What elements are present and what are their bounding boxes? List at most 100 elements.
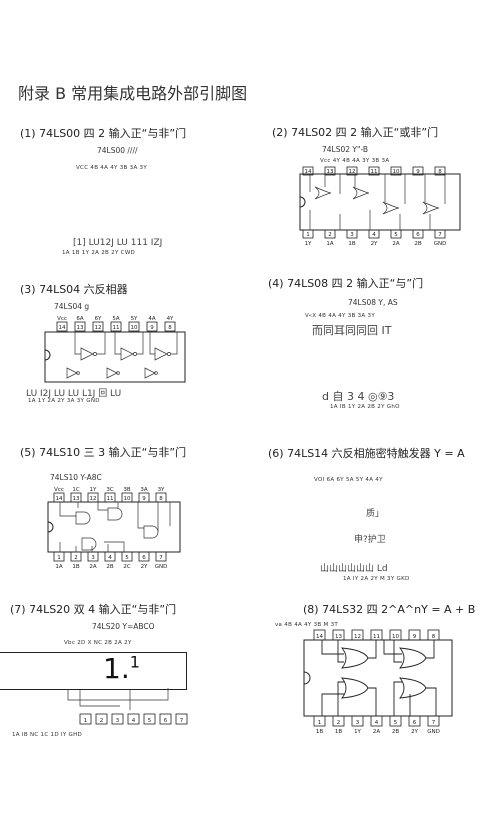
section-7-big-number: 1.1 — [103, 652, 140, 685]
section-3-top-pin-label: Vcc — [57, 316, 67, 322]
section-3-top-pin-label: 5A — [112, 316, 119, 322]
section-2-top-pin-number: 14 — [305, 169, 312, 175]
section-3-mid: LU I2J LU LU L1J 回 LU — [26, 389, 122, 399]
section-5-top-pin-number: 11 — [107, 496, 114, 502]
section-2-bottom-pin-number: 5 — [394, 232, 398, 238]
section-3-top-pin-label: 6Y — [95, 316, 102, 322]
section-5-bottom-pin-label: 2B — [106, 564, 113, 570]
section-7-chip-diagram: 1 2 3 4 5 6 7 — [67, 688, 188, 725]
section-7-big-text: 1. — [103, 652, 130, 685]
section-8-bottom-pin-number: 7 — [432, 720, 436, 726]
section-5-bottom-pin-number: 7 — [159, 555, 163, 561]
section-8-bottom-pin-label: GND — [427, 729, 440, 735]
section-5-top-pin-number: 13 — [73, 496, 80, 502]
section-8-bottom-pin-label: 1B — [335, 729, 342, 735]
section-2-bottom-pin-number: 6 — [416, 232, 420, 238]
section-2-top-pin-box — [412, 166, 424, 176]
section-1-bottom-pins: 1A 1B 1Y 2A 2B 2Y CWD — [62, 250, 136, 256]
section-7-bottom-pin-box — [175, 713, 188, 725]
section-3-top-pin-number: 8 — [168, 325, 172, 331]
section-7-heading: (7) 74LS20 双 4 输入正“与非”门 — [10, 603, 177, 616]
section-5-bottom-pin-label: 1B — [72, 564, 79, 570]
section-2-top-pin-number: 13 — [327, 169, 334, 175]
page-title: 附录 B 常用集成电路外部引脚图 — [18, 84, 248, 103]
section-2-top-pin-number: 8 — [438, 169, 442, 175]
section-3-top-pin-label: 5Y — [131, 316, 138, 322]
section-3-top-pin-number: 11 — [113, 325, 120, 331]
section-5-bottom-pin-number: 1 — [57, 555, 61, 561]
section-7-bottom-pin-number: 2 — [100, 718, 104, 724]
section-8-bottom-pin-label: 1B — [316, 729, 323, 735]
section-3-top-pin-number: 14 — [59, 325, 66, 331]
section-6-top-pins: VOI 6A 6Y 5A 5Y 4A 4Y — [314, 477, 383, 483]
section-7-bottom-pin-number: 5 — [148, 718, 152, 724]
section-2-bottom-pin-label: GND — [434, 241, 447, 247]
section-3-top-pin-box — [110, 321, 122, 332]
section-8-top-pin-number: 12 — [354, 634, 361, 640]
section-5-top-pin-number: 12 — [90, 496, 97, 502]
section-2-top-pins: Vcc 4Y 4B 4A 3Y 3B 3A — [320, 158, 390, 164]
section-2-bottom-pin-number: 1 — [306, 232, 310, 238]
section-7-bottom-pin-number: 4 — [132, 718, 136, 724]
section-2-top-pin-number: 9 — [416, 169, 420, 175]
section-5-top-pin-label: Vcc — [54, 487, 64, 493]
section-5-top-pin-label: 1Y — [90, 487, 97, 493]
section-8-heading: (8) 74LS32 四 2^A^nY = A + B — [303, 603, 476, 616]
section-3-top-pin-number: 9 — [150, 325, 154, 331]
section-5-top-pin-number: 10 — [124, 496, 131, 502]
section-2-top-pin-box — [302, 166, 314, 176]
section-5-bottom-pin-label: 2C — [123, 564, 130, 570]
section-8-bottom-pin-label: 2B — [392, 729, 399, 735]
section-8-bottom-pin-label: 2Y — [411, 729, 418, 735]
section-8-bottom-pin-label: 2A — [373, 729, 380, 735]
section-4-bottom-pins: 1A IB 1Y 2A 2B 2Y GhO — [330, 404, 400, 410]
section-5-top-pin-number: 14 — [56, 496, 63, 502]
section-6-garbled-2: 申?护卫 — [354, 535, 386, 545]
section-8-bottom-pin-number: 2 — [337, 720, 341, 726]
section-5-top-pin-label: 3B — [123, 487, 130, 493]
section-3-top-pin-label: 4A — [148, 316, 155, 322]
section-4-top-pins: V«X 4B 4A 4Y 3B 3A 3Y — [305, 313, 375, 319]
section-3-top-pin-box — [146, 321, 158, 332]
section-7-bottom-pins: 1A IB NC 1C 1D IY GHD — [12, 732, 83, 738]
section-5-top-pin-number: 9 — [142, 496, 146, 502]
section-3-top-pin-box — [128, 321, 140, 332]
section-8-bottom-pin-number: 6 — [413, 720, 417, 726]
section-7-part: 74LS20 Y=ABCO — [92, 622, 155, 631]
section-7-bottom-pin-box — [111, 713, 124, 725]
section-7-bottom-pin-number: 3 — [116, 718, 120, 724]
section-7-bottom-pin-number: 6 — [164, 718, 168, 724]
section-8-top-pin-number: 14 — [316, 634, 323, 640]
section-3-top-pin-box — [164, 321, 176, 332]
section-3-part: 74LS04 g — [54, 302, 90, 311]
section-7-bottom-pin-box — [159, 713, 172, 725]
section-8-bottom-pin-number: 5 — [394, 720, 398, 726]
section-7-bottom-pin-number: 1 — [84, 718, 88, 724]
section-1-part: 74LS00 //// — [97, 146, 138, 155]
section-5-bottom-pin-number: 6 — [142, 555, 146, 561]
section-2-bottom-pin-number: 4 — [372, 232, 376, 238]
section-5-bottom-pin-label: 1A — [55, 564, 62, 570]
section-5-top-pin-label: 3Y — [158, 487, 165, 493]
section-8-bottom-pin-label: 1Y — [354, 729, 361, 735]
section-2-top-pin-number: 12 — [349, 169, 356, 175]
section-2-top-pin-number: 11 — [371, 169, 378, 175]
section-3-top-pin-box — [92, 321, 104, 332]
section-7-superscript: 1 — [129, 652, 140, 672]
section-7-bottom-pin-number: 7 — [180, 718, 184, 724]
section-5-bottom-pin-number: 5 — [125, 555, 129, 561]
section-7-top-pins: Vbc 2D X NC 2B 2A 2Y — [64, 640, 132, 646]
section-7-bottom-pin-box — [79, 713, 92, 725]
section-5-top-pin-number: 8 — [159, 496, 163, 502]
section-7-bottom-pin-box — [143, 713, 156, 725]
section-6-garbled-1: 质」 — [366, 509, 385, 519]
section-5-top-pin-label: 1C — [72, 487, 79, 493]
section-3-top-pin-label: 4Y — [167, 316, 174, 322]
section-2-heading: (2) 74LS02 四 2 输入正“或非”门 — [272, 126, 439, 139]
section-6-garbled-3: 山山山山山山 Ld — [320, 564, 388, 574]
section-5-top-pin-label: 3C — [106, 487, 113, 493]
section-2-bottom-pin-label: 2A — [392, 241, 399, 247]
section-6-bottom-pins: 1A IY 2A 2Y M 3Y GKD — [343, 576, 410, 582]
